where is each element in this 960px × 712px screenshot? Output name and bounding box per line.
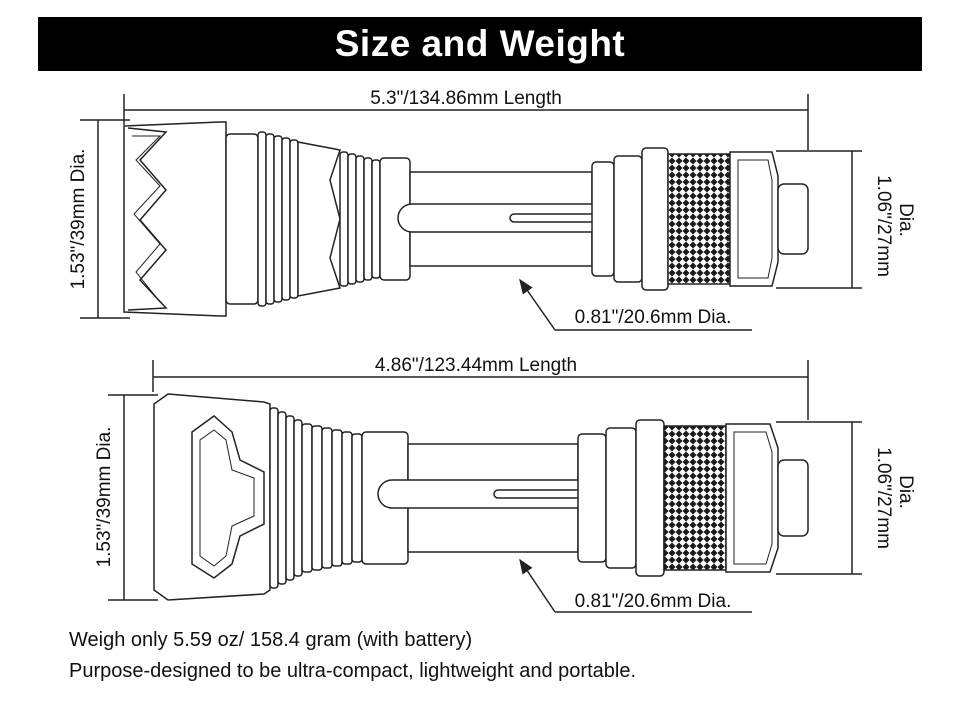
top-head-dia-label: 1.53"/39mm Dia. <box>68 149 89 290</box>
tail-collar <box>613 155 643 283</box>
bezel-crenellation-inner <box>132 135 162 303</box>
tail-hex <box>725 423 779 573</box>
weight-note: Weigh only 5.59 oz/ 158.4 gram (with bat… <box>69 629 473 651</box>
tail-ring <box>591 161 615 277</box>
head-crenellation-inner <box>199 429 255 567</box>
top-length-label: 5.3"/134.86mm Length <box>370 88 562 109</box>
bottom-body-dia-label: 0.81"/20.6mm Dia. <box>575 591 732 612</box>
flashlight-bottom <box>108 360 862 613</box>
knurled-tailcap <box>667 153 731 285</box>
knurled-tailcap <box>663 425 727 571</box>
cooling-fins <box>257 131 299 307</box>
tail-hex-inner <box>737 159 773 279</box>
tail-lock-ring <box>635 419 665 577</box>
title-bar: Size and Weight <box>38 17 922 71</box>
body-dia-leader <box>519 278 556 331</box>
tail-collar <box>605 427 637 569</box>
page-title: Size and Weight <box>334 23 626 64</box>
cooling-fins <box>269 407 303 589</box>
bottom-tail-dia-label-line2: Dia. <box>895 475 916 509</box>
bottom-tail-dia-label-line1: 1.06"/27mm <box>873 447 894 549</box>
tail-switch <box>777 459 809 537</box>
body-rings <box>301 423 363 573</box>
top-tail-dia-label-line2: Dia. <box>895 203 916 237</box>
tail-hex <box>729 151 779 287</box>
top-body-dia-label: 0.81"/20.6mm Dia. <box>575 307 732 328</box>
top-tail-dia-label-line1: 1.06"/27mm <box>873 175 894 277</box>
bottom-head-dia-label: 1.53"/39mm Dia. <box>94 427 115 568</box>
head-neck <box>225 133 259 305</box>
bezel <box>123 121 227 317</box>
body-dia-leader <box>519 558 556 613</box>
tail-ring <box>577 433 607 563</box>
design-note: Purpose-designed to be ultra-compact, li… <box>69 660 637 682</box>
tail-lock-ring <box>641 147 669 291</box>
tail-switch <box>777 183 809 255</box>
head-cutout <box>297 141 341 297</box>
bottom-length-label: 4.86"/123.44mm Length <box>375 355 577 376</box>
tail-hex-inner <box>733 431 773 565</box>
body-rings <box>339 151 381 287</box>
flashlight-top <box>80 94 862 331</box>
head-crenellation <box>191 415 265 579</box>
